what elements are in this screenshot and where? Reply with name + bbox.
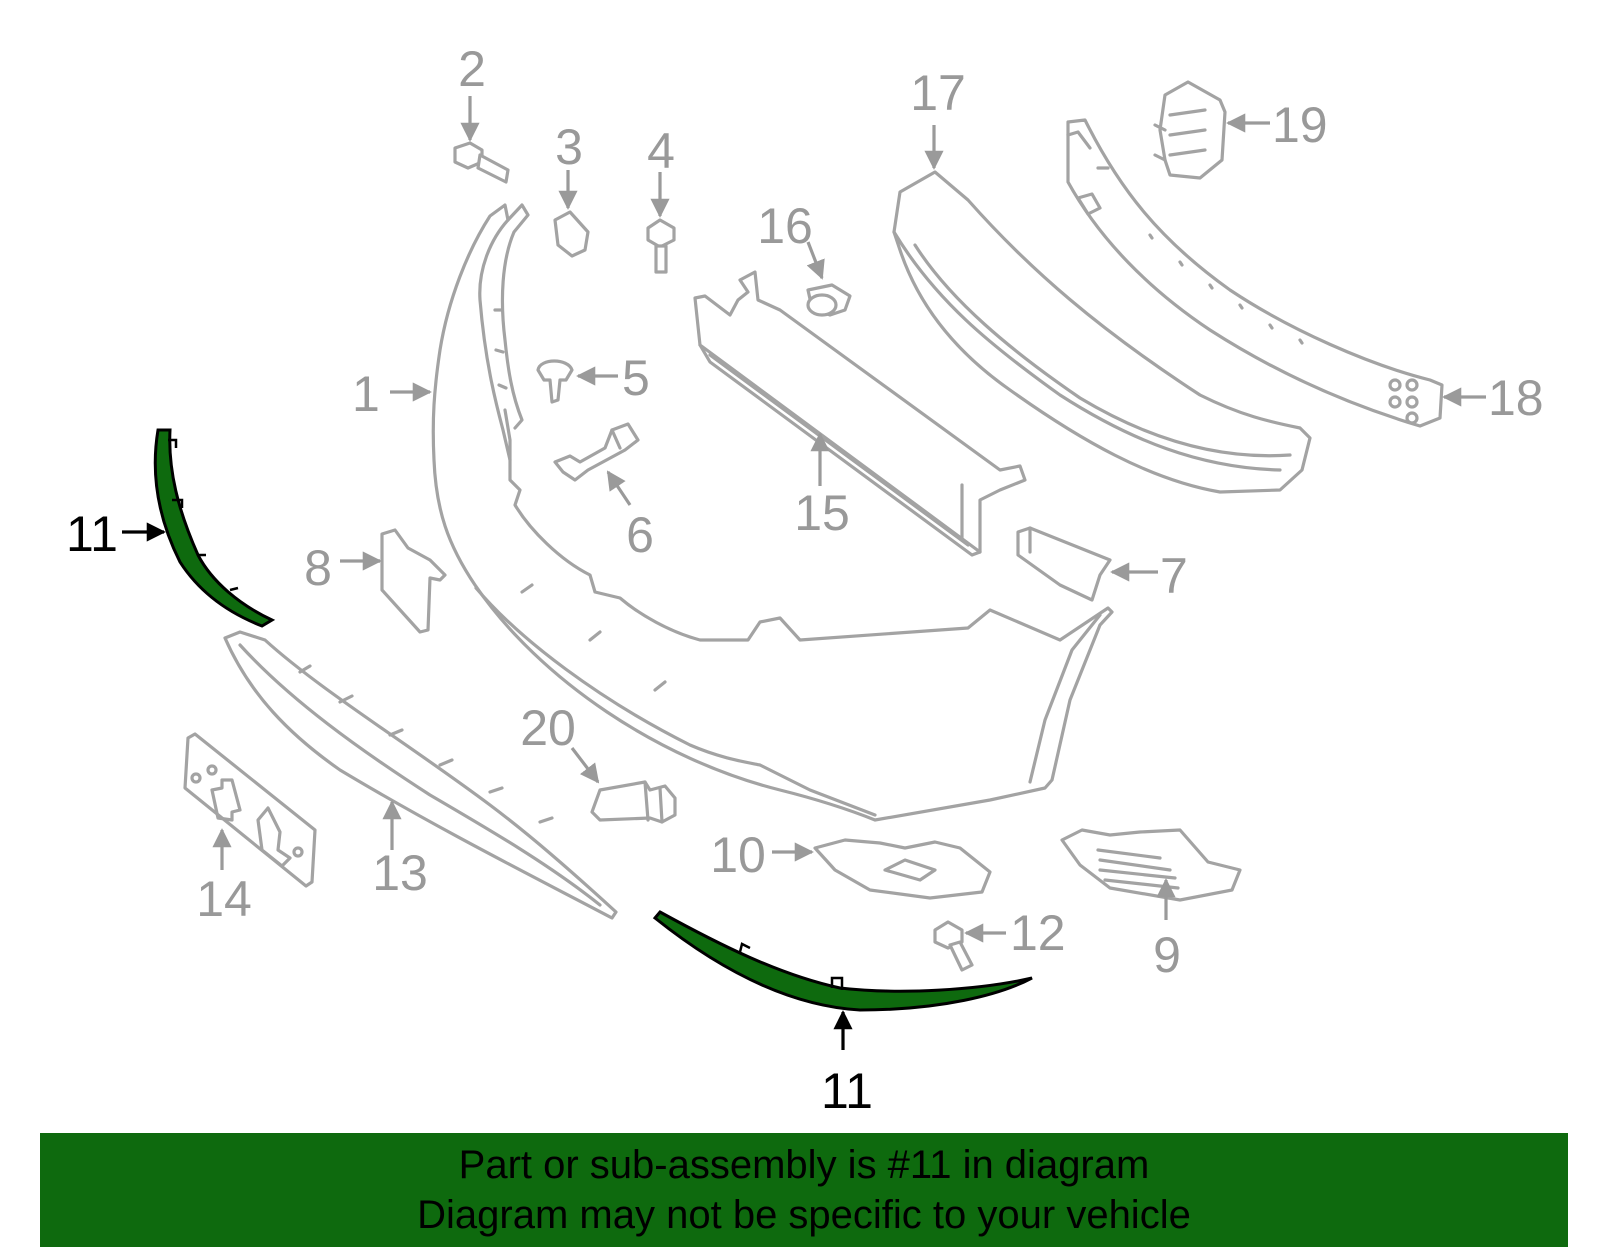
part-label-6: 6 [626, 507, 654, 563]
fog-lamp-bezel-left-part [813, 838, 992, 900]
part-label-15: 15 [794, 485, 850, 541]
bracket-8-part [380, 528, 447, 634]
screw-part [646, 218, 676, 274]
push-pin-part [536, 359, 574, 404]
energy-absorber-part [693, 270, 1027, 557]
part-label-14: 14 [196, 871, 252, 927]
side-bracket-part [1016, 526, 1112, 602]
sensor-part [590, 780, 677, 824]
part-label-11-lower: 11 [821, 1063, 873, 1119]
part-label-16: 16 [757, 198, 813, 254]
part-label-9: 9 [1153, 927, 1181, 983]
part-label-5: 5 [622, 350, 650, 406]
bumper-absorber-part [892, 170, 1312, 494]
part-label-7: 7 [1160, 548, 1188, 604]
info-banner: Part or sub-assembly is #11 in diagram D… [40, 1133, 1568, 1247]
part-label-13: 13 [372, 845, 428, 901]
mount-bracket-part [1153, 80, 1227, 180]
part-label-8: 8 [304, 540, 332, 596]
grommet-part [806, 283, 852, 317]
bolt-12-part [933, 920, 974, 972]
fog-lamp-bezel-right-part [1060, 828, 1242, 902]
lower-grille-part [223, 630, 618, 920]
part-label-4: 4 [647, 123, 675, 179]
part-label-2: 2 [458, 41, 486, 97]
part-label-10: 10 [710, 827, 766, 883]
part-label-19: 19 [1272, 97, 1328, 153]
trim-strip-lower-part [652, 910, 1033, 1012]
part-label-18: 18 [1488, 370, 1544, 426]
part-label-17: 17 [910, 65, 966, 121]
bracket-part [553, 422, 640, 482]
banner-line-part-number: Part or sub-assembly is #11 in diagram [458, 1143, 1150, 1187]
reinforcement-beam-part [1066, 118, 1444, 428]
part-label-12: 12 [1010, 905, 1066, 961]
trim-strip-left-part [153, 428, 276, 628]
part-label-11-left: 11 [66, 506, 118, 562]
license-plate-bracket-part [183, 732, 317, 888]
part-label-20: 20 [520, 700, 576, 756]
part-label-3: 3 [555, 119, 583, 175]
clip-part [553, 210, 590, 258]
parts-diagram: 1 2 3 4 5 6 7 8 9 10 11 11 12 13 14 15 1… [66, 41, 1544, 1119]
banner-line-disclaimer: Diagram may not be specific to your vehi… [417, 1193, 1191, 1237]
bolt-part [453, 141, 510, 184]
bumper-cover-part [431, 203, 1114, 822]
part-label-1: 1 [352, 366, 380, 422]
